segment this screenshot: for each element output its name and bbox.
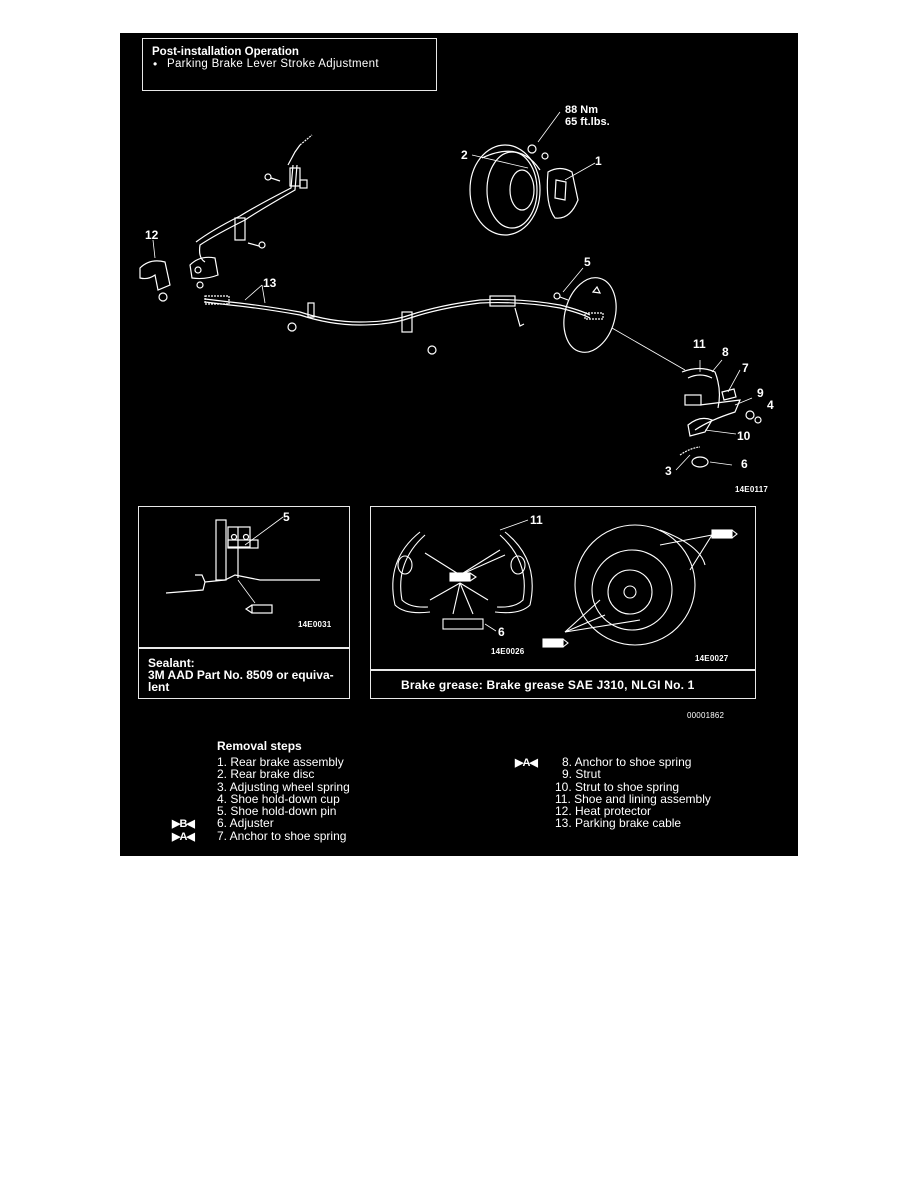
removal-step: 5. Shoe hold-down pin bbox=[217, 804, 337, 819]
removal-step: 3. Adjusting wheel spring bbox=[217, 779, 350, 794]
removal-step: 2. Rear brake disc bbox=[217, 767, 315, 782]
callout-10: 10 bbox=[737, 429, 751, 443]
callout-7: 7 bbox=[742, 361, 749, 375]
post-installation-item: Parking Brake Lever Stroke Adjustment bbox=[167, 58, 379, 70]
document-code: 00001862 bbox=[687, 711, 725, 720]
callout-3: 3 bbox=[665, 464, 672, 478]
removal-step: 6. Adjuster bbox=[217, 816, 274, 831]
service-marker-a: ▶A◀ bbox=[515, 757, 538, 769]
grease-inset-divider bbox=[370, 669, 756, 671]
callout-13: 13 bbox=[263, 276, 277, 290]
sealant-label-title: Sealant: bbox=[148, 656, 195, 670]
removal-step: 13. Parking brake cable bbox=[555, 816, 682, 831]
callout-1: 1 bbox=[595, 154, 602, 168]
callout-5: 5 bbox=[584, 255, 591, 269]
removal-step: 12. Heat protector bbox=[555, 804, 652, 819]
sealant-inset-divider bbox=[138, 647, 350, 649]
callout-9: 9 bbox=[757, 386, 764, 400]
removal-steps-right: 8. Anchor to shoe spring 9. Strut 10. St… bbox=[555, 756, 711, 830]
callout-11: 11 bbox=[693, 337, 706, 351]
figure-code-shoes: 14E0026 bbox=[491, 647, 525, 656]
grease-inset bbox=[370, 506, 756, 699]
callout-2: 2 bbox=[461, 148, 468, 162]
callout-8: 8 bbox=[722, 345, 729, 359]
sealant-callout-5: 5 bbox=[283, 510, 290, 524]
grease-callout-6: 6 bbox=[498, 625, 505, 639]
brake-exploded-diagram bbox=[139, 111, 762, 471]
removal-step: 9. Strut bbox=[562, 767, 601, 782]
callout-6: 6 bbox=[741, 457, 748, 471]
removal-step: 11. Shoe and lining assembly bbox=[555, 791, 711, 806]
grease-label: Brake grease: Brake grease SAE J310, NLG… bbox=[401, 678, 695, 692]
post-installation-title: Post-installation Operation bbox=[152, 46, 299, 58]
removal-step: 1. Rear brake assembly bbox=[217, 755, 344, 769]
removal-steps-title: Removal steps bbox=[217, 739, 302, 753]
sealant-label-line2: lent bbox=[148, 680, 170, 694]
torque-label-nm: 88 Nm bbox=[565, 104, 599, 116]
removal-steps-left: 1. Rear brake assembly 2. Rear brake dis… bbox=[217, 756, 350, 842]
sealant-label-line1: 3M AAD Part No. 8509 or equiva- bbox=[148, 668, 334, 682]
post-installation-box bbox=[142, 38, 437, 91]
sealant-inset bbox=[138, 506, 350, 699]
removal-step: 10. Strut to shoe spring bbox=[555, 779, 680, 794]
service-marker-a: ▶A◀ bbox=[172, 831, 195, 843]
grease-callout-11: 11 bbox=[530, 513, 543, 527]
figure-code-main: 14E0117 bbox=[735, 485, 768, 494]
figure-code-backing-plate: 14E0027 bbox=[695, 654, 729, 663]
removal-step: 7. Anchor to shoe spring bbox=[217, 828, 347, 843]
post-installation-bullet: • bbox=[153, 57, 158, 71]
callout-4: 4 bbox=[767, 398, 774, 412]
removal-step: 8. Anchor to shoe spring bbox=[562, 755, 692, 769]
service-marker-b: ▶B◀ bbox=[172, 818, 195, 830]
figure-code-sealant: 14E0031 bbox=[298, 620, 332, 629]
removal-step: 4. Shoe hold-down cup bbox=[217, 791, 340, 806]
torque-label-ftlbs: 65 ft.lbs. bbox=[565, 116, 610, 128]
service-manual-panel bbox=[120, 33, 798, 856]
callout-12: 12 bbox=[145, 228, 159, 242]
